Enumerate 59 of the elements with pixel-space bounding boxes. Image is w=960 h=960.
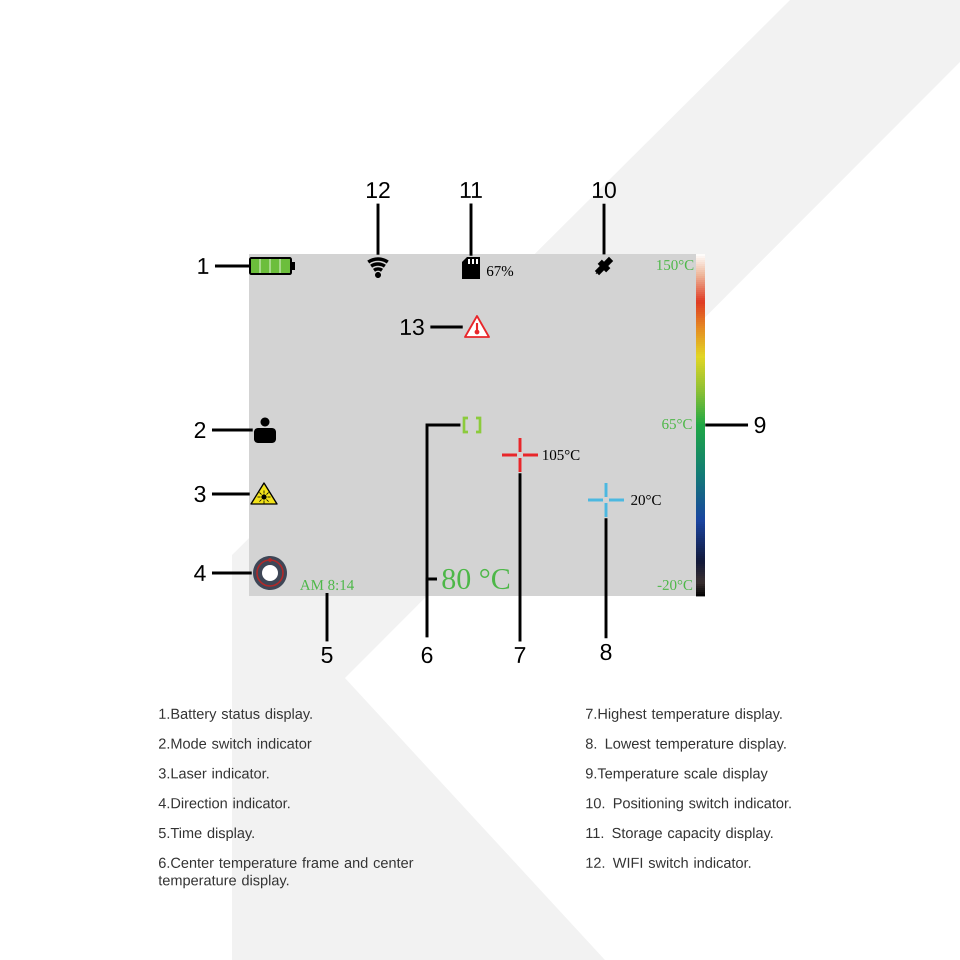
callout-number: 7 [514,647,526,663]
callout-number: 11 [460,182,482,198]
callout-number: 3 [194,486,206,502]
time-display: AM 8:14 [300,580,354,590]
callout-number: 2 [194,422,206,438]
leader-line [705,424,748,426]
list-item: 5.Time display. [158,827,254,842]
callout-number: 10 [593,182,616,198]
list-item: 6.Center temperature frame and center temperature display. [158,857,414,888]
callout-number: 5 [322,647,332,664]
list-item: 1.Battery status display. [159,708,312,722]
leader-line [376,204,380,255]
callout-number: 1 [198,258,208,274]
temperature-reading: 67% [486,266,514,276]
leader-line [426,578,437,638]
center-frame-icon [462,416,482,434]
warning-icon [464,315,490,338]
wifi-icon [367,257,389,278]
leader-line [212,428,253,432]
temperature-reading: 150°C [657,260,694,270]
leader-line [212,572,252,574]
temperature-reading: -20°C [658,580,692,590]
list-item: 3.Laser indicator. [158,768,268,779]
callout-number: 12 [367,182,390,198]
satellite-icon [594,256,614,276]
callout-number: 6 [422,646,432,664]
screen-display [249,254,697,596]
temperature-reading: 105°C [543,450,580,460]
temperature-reading: 80 °C [442,568,510,590]
leader-line [326,593,328,642]
temperature-scale-bar [696,254,705,596]
leader-line [602,204,606,254]
leader-line [470,204,472,256]
leader-line [430,326,463,328]
list-item: 2.Mode switch indicator [159,738,312,749]
callout-number: 4 [194,565,206,581]
leader-line [604,518,608,638]
temperature-reading: 65°C [662,418,692,430]
list-item: 8. Lowest temperature display. [586,738,786,752]
list-item: 9.Temperature scale display [586,768,768,782]
list-item: 12. WIFI switch indicator. [586,857,750,868]
callout-number: 9 [754,416,766,434]
crosshair-icon [586,482,626,518]
list-item: 11. Storage capacity display. [586,827,772,842]
callout-number: 8 [600,644,612,660]
crosshair-icon [500,436,540,474]
callout-number: 13 [401,318,424,336]
list-item: 4.Direction indicator. [158,798,290,808]
temperature-reading: 20°C [631,494,661,506]
leader-line [518,473,522,642]
leader-line [214,264,250,268]
memory-card-icon [462,257,480,279]
laser-icon [250,482,278,505]
list-item: 7.Highest temperature display. [586,708,782,722]
leader-line [212,492,250,496]
person-icon [254,418,276,443]
compass-icon [253,556,287,590]
battery-icon [249,257,295,275]
list-item: 10. Positioning switch indicator. [586,798,791,812]
